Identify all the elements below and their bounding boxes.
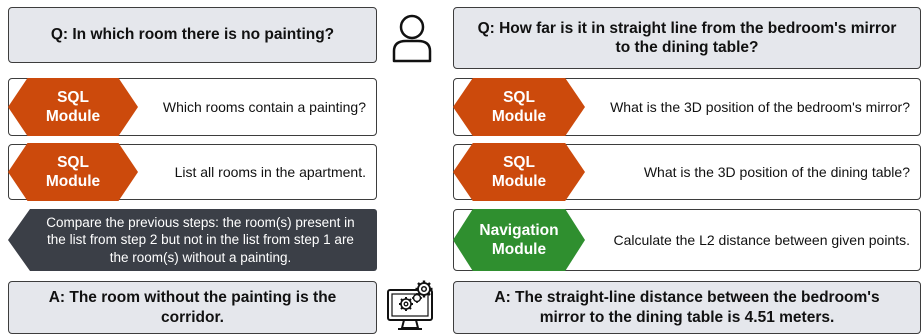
right-answer-text: A: The straight-line distance between th…: [494, 289, 880, 326]
right-step-3-text: Calculate the L2 distance between given …: [613, 231, 910, 248]
right-question: Q: How far is it in straight line from t…: [453, 7, 921, 69]
right-step-1-module-label: SQL Module: [491, 88, 547, 125]
right-step-1-text: What is the 3D position of the bedroom's…: [610, 98, 910, 115]
right-step-3-module-label: Navigation Module: [479, 221, 559, 258]
right-step-2-text: What is the 3D position of the dining ta…: [643, 163, 910, 180]
left-question-text: Q: In which room there is no painting?: [50, 26, 335, 44]
right-step-1-sql-module-badge: SQL Module: [453, 78, 585, 136]
left-step-2-sql-module-badge: SQL Module: [8, 143, 138, 201]
right-step-2-sql-module-badge: SQL Module: [453, 143, 585, 201]
right-step-3-navigation-module-badge: Navigation Module: [453, 209, 585, 271]
left-step-1-module-label: SQL Module: [45, 88, 101, 125]
left-question: Q: In which room there is no painting?: [8, 7, 377, 63]
right-step-2-module-label: SQL Module: [491, 153, 547, 190]
left-compare-text: Compare the previous steps: the room(s) …: [46, 215, 355, 265]
left-step-2-text: List all rooms in the apartment.: [174, 163, 366, 180]
left-step-1-sql-module-badge: SQL Module: [8, 78, 138, 136]
left-answer-text: A: The room without the painting is the …: [48, 289, 337, 326]
left-answer: A: The room without the painting is the …: [8, 281, 377, 334]
left-compare-step: Compare the previous steps: the room(s) …: [8, 209, 377, 271]
computer-gears-icon: [387, 280, 433, 330]
left-step-1-text: Which rooms contain a painting?: [162, 98, 366, 115]
user-icon: [392, 14, 432, 63]
right-answer: A: The straight-line distance between th…: [453, 281, 921, 334]
right-question-text: Q: How far is it in straight line from t…: [477, 19, 897, 56]
left-step-2-module-label: SQL Module: [45, 153, 101, 190]
